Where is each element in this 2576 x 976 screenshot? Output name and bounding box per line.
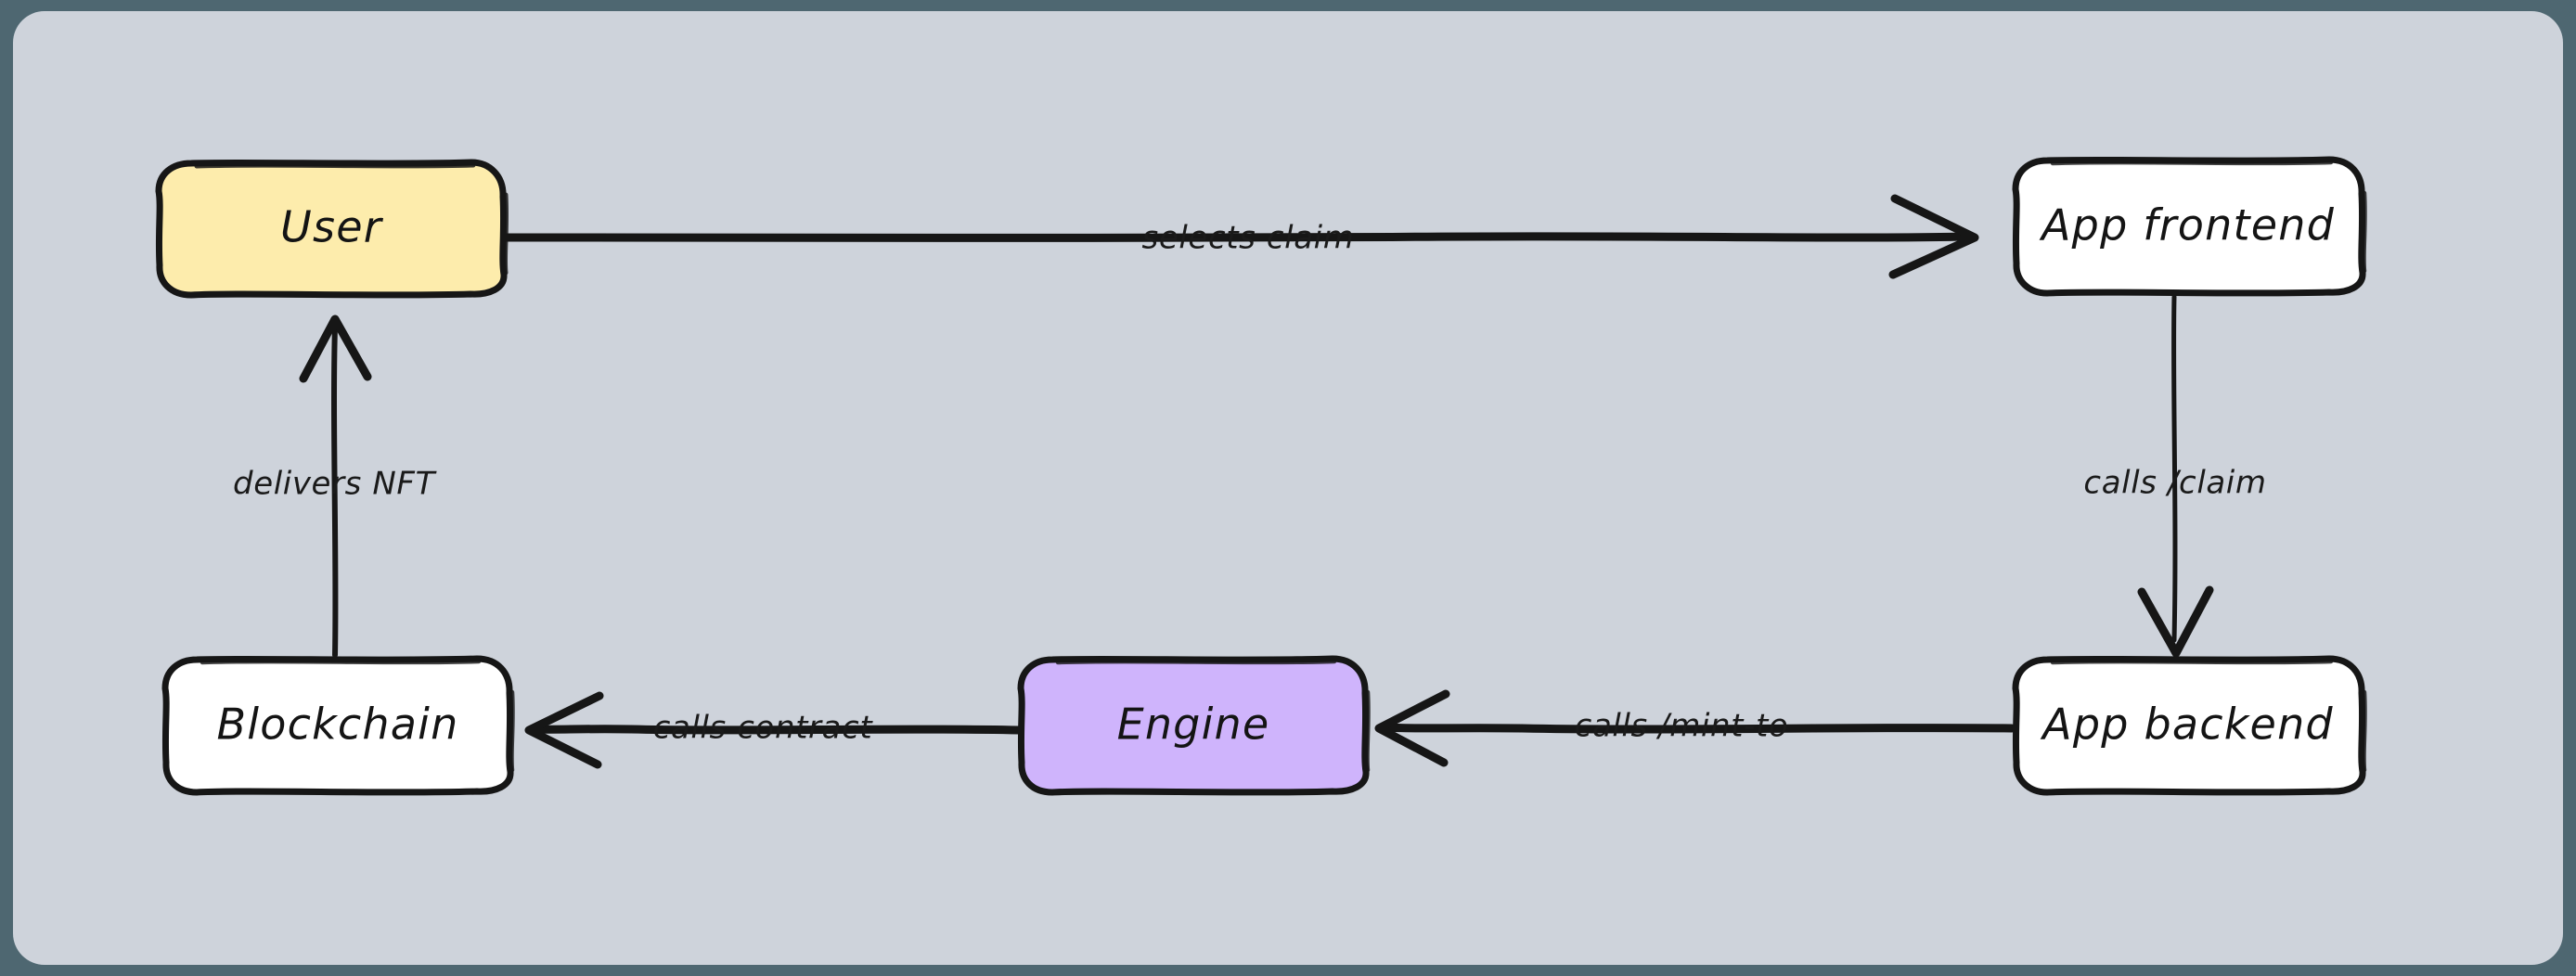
node-engine-shape[interactable] <box>1017 655 1370 796</box>
edge-line <box>1382 723 2016 734</box>
node-user-sketch-overlay <box>194 162 509 276</box>
node-user-label: User <box>280 202 384 252</box>
node-app-backend[interactable]: App backend <box>2012 655 2367 796</box>
edge-label-selects-claim: selects claim <box>1142 220 1355 257</box>
edge-label-calls-contract: calls contract <box>653 710 874 747</box>
edge-line <box>532 725 1024 735</box>
node-blockchain[interactable]: Blockchain <box>161 655 515 796</box>
node-blockchain-label: Blockchain <box>217 700 459 750</box>
node-engine[interactable]: Engine <box>1017 655 1371 796</box>
edge-label-calls-claim: calls /claim <box>2083 465 2266 502</box>
node-app-frontend[interactable]: App frontend <box>2012 156 2367 297</box>
edge-label-delivers-nft: delivers NFT <box>233 466 437 503</box>
node-app-frontend-label: App frontend <box>2039 200 2335 250</box>
node-app-backend-sketch-overlay <box>2050 659 2367 773</box>
edge-user-to-frontend: selects claim <box>502 194 1979 279</box>
node-app-frontend-sketch-overlay <box>2050 160 2367 274</box>
edge-frontend-to-backend: calls /claim <box>2083 294 2266 658</box>
node-user[interactable]: User <box>155 159 509 299</box>
node-blockchain-sketch-overlay <box>200 659 515 773</box>
edge-blockchain-to-user: delivers NFT <box>233 315 437 658</box>
node-app-backend-label: App backend <box>2040 700 2334 750</box>
edge-backend-to-engine: calls /mint-to <box>1374 689 2016 767</box>
node-blockchain-shape[interactable] <box>161 655 514 796</box>
node-engine-sketch-overlay <box>1055 659 1371 773</box>
edge-line <box>2171 294 2178 643</box>
edge-label-calls-mint-to: calls /mint-to <box>1575 708 1789 745</box>
node-engine-label: Engine <box>1117 700 1270 750</box>
node-app-backend-shape[interactable] <box>2012 655 2366 796</box>
node-user-shape[interactable] <box>155 159 508 299</box>
node-app-frontend-shape[interactable] <box>2012 156 2366 297</box>
arrowhead-right-icon <box>1888 194 1979 279</box>
arrowhead-down-icon <box>2137 585 2214 658</box>
arrowhead-left-icon <box>524 691 604 769</box>
edge-line <box>502 232 1972 242</box>
arrowhead-up-icon <box>299 315 372 383</box>
edge-line <box>331 324 339 658</box>
arrowhead-left-icon <box>1374 689 1450 767</box>
edge-engine-to-blockchain: calls contract <box>524 691 1024 769</box>
